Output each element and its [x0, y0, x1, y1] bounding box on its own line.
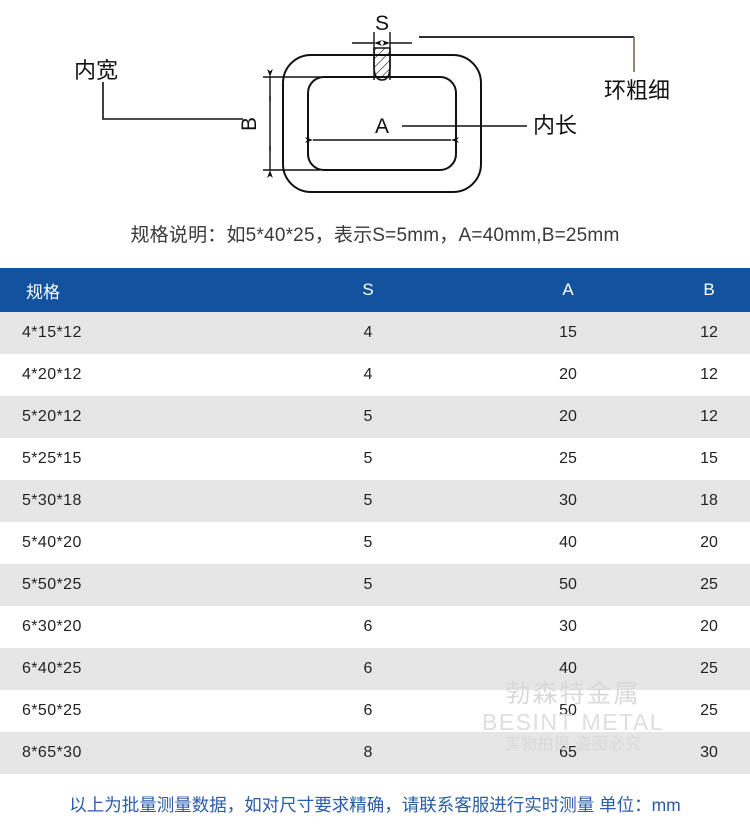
- cell-b: 12: [668, 354, 750, 396]
- dimension-b: [263, 69, 320, 178]
- label-inner-width: 内宽: [74, 58, 118, 83]
- cell-a: 40: [468, 648, 668, 690]
- table-header-row: 规格 S A B: [0, 268, 750, 312]
- cell-s: 5: [268, 396, 468, 438]
- footer-measurement-note: 以上为批量测量数据，如对尺寸要求精确，请联系客服进行实时测量 单位：mm: [69, 795, 681, 815]
- cell-b: 12: [668, 312, 750, 354]
- cell-b: 15: [668, 438, 750, 480]
- leader-ring-thickness: [419, 36, 635, 72]
- cell-spec: 6*40*25: [0, 648, 268, 690]
- ring-diagram-svg: S B A 内宽 内长 环粗细: [74, 12, 670, 193]
- cell-s: 4: [268, 354, 468, 396]
- cell-s: 5: [268, 564, 468, 606]
- column-header-b: B: [668, 268, 750, 312]
- cell-b: 25: [668, 690, 750, 732]
- cell-s: 6: [268, 606, 468, 648]
- cell-spec: 5*25*15: [0, 438, 268, 480]
- cell-a: 15: [468, 312, 668, 354]
- spec-explanation-note: 规格说明：如5*40*25，表示S=5mm，A=40mm,B=25mm: [130, 225, 620, 246]
- cell-b: 12: [668, 396, 750, 438]
- cell-s: 6: [268, 648, 468, 690]
- ring-diagram: S B A 内宽 内长 环粗细: [0, 0, 750, 212]
- dimension-label-s: S: [375, 12, 389, 35]
- cell-a: 20: [468, 354, 668, 396]
- cell-spec: 6*50*25: [0, 690, 268, 732]
- cell-a: 40: [468, 522, 668, 564]
- cell-s: 5: [268, 438, 468, 480]
- cell-spec: 5*40*20: [0, 522, 268, 564]
- cell-b: 18: [668, 480, 750, 522]
- cell-b: 20: [668, 522, 750, 564]
- label-ring-thickness: 环粗细: [604, 78, 670, 103]
- cell-b: 25: [668, 648, 750, 690]
- cell-s: 5: [268, 480, 468, 522]
- cell-a: 20: [468, 396, 668, 438]
- column-header-s: S: [268, 268, 468, 312]
- cell-s: 8: [268, 732, 468, 774]
- cell-a: 50: [468, 564, 668, 606]
- cell-spec: 5*50*25: [0, 564, 268, 606]
- dimension-label-b: B: [238, 117, 261, 131]
- cell-spec: 8*65*30: [0, 732, 268, 774]
- cell-a: 30: [468, 480, 668, 522]
- cell-spec: 6*30*20: [0, 606, 268, 648]
- column-header-a: A: [468, 268, 668, 312]
- column-header-spec: 规格: [0, 268, 268, 312]
- table-header: 规格 S A B: [0, 268, 750, 312]
- cross-section-hatch: [373, 47, 391, 81]
- cell-a: 30: [468, 606, 668, 648]
- cell-a: 50: [468, 690, 668, 732]
- cell-spec: 5*30*18: [0, 480, 268, 522]
- dimension-label-a: A: [375, 115, 389, 138]
- cell-s: 6: [268, 690, 468, 732]
- cell-b: 20: [668, 606, 750, 648]
- cell-b: 30: [668, 732, 750, 774]
- ring-cross-section: [373, 47, 391, 81]
- cell-s: 5: [268, 522, 468, 564]
- label-inner-length: 内长: [533, 113, 577, 138]
- leader-inner-width: [102, 82, 243, 120]
- cell-spec: 5*20*12: [0, 396, 268, 438]
- leader-inner-width-path: [102, 82, 243, 120]
- cell-spec: 4*15*12: [0, 312, 268, 354]
- cell-spec: 4*20*12: [0, 354, 268, 396]
- cell-a: 25: [468, 438, 668, 480]
- cell-a: 65: [468, 732, 668, 774]
- cell-b: 25: [668, 564, 750, 606]
- dimension-s: [352, 32, 412, 80]
- cell-s: 4: [268, 312, 468, 354]
